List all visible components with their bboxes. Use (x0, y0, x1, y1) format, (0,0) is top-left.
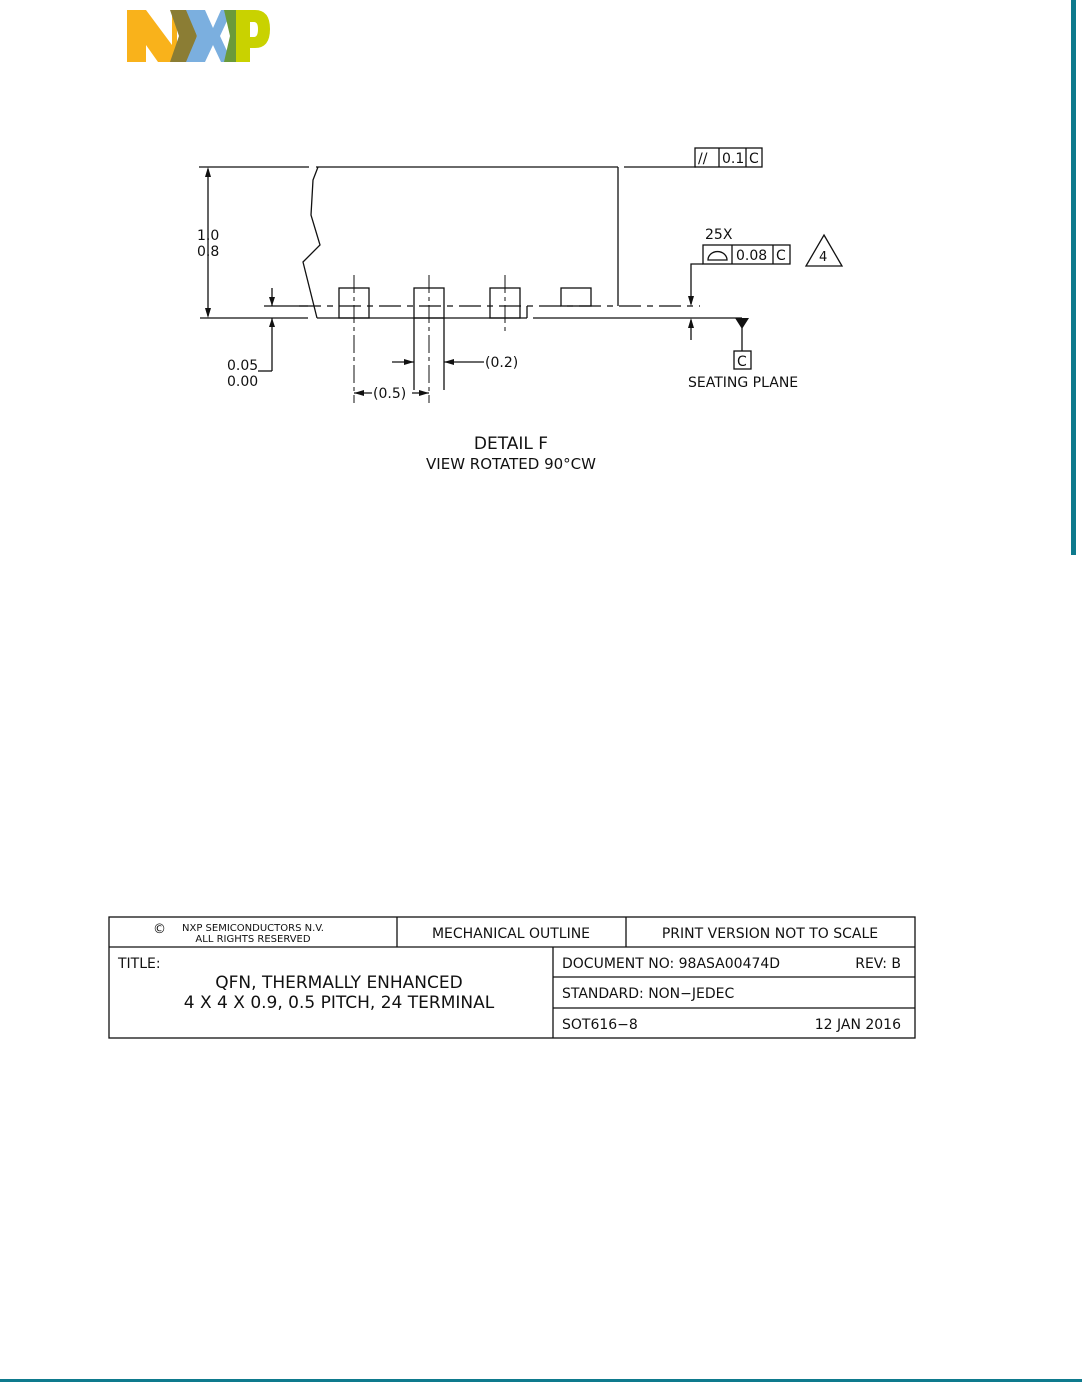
detail-subtitle: VIEW ROTATED 90°CW (426, 455, 596, 473)
standoff-max-label: 0.05 (227, 358, 258, 374)
detail-title: DETAIL F (474, 434, 548, 454)
svg-text:C: C (737, 354, 747, 370)
svg-text:0.08: 0.08 (736, 248, 767, 264)
note-triangle-icon (804, 233, 844, 267)
pitch-label: (0.5) (373, 386, 406, 402)
parallelism-callout: // 0.1 C (694, 147, 763, 168)
svg-text://: // (698, 151, 708, 167)
outline-label: MECHANICAL OUTLINE (432, 926, 590, 942)
height-min-label: 0.8 (197, 244, 219, 260)
svg-text:25X: 25X (705, 227, 733, 243)
surface-profile-icon (707, 250, 728, 261)
standard: STANDARD: NON−JEDEC (562, 986, 734, 1002)
title-line-1: QFN, THERMALLY ENHANCED (215, 973, 462, 993)
title-block: © NXP SEMICONDUCTORS N.V. ALL RIGHTS RES… (108, 916, 916, 1039)
rights-text: ALL RIGHTS RESERVED (195, 934, 310, 945)
svg-text:C: C (776, 248, 786, 264)
document-number: DOCUMENT NO: 98ASA00474D (562, 956, 780, 972)
print-note: PRINT VERSION NOT TO SCALE (662, 926, 878, 942)
terminal-width-label: (0.2) (485, 355, 518, 371)
company-name: NXP SEMICONDUCTORS N.V. (182, 923, 324, 934)
standoff-min-label: 0.00 (227, 374, 258, 390)
svg-text:0.1: 0.1 (722, 151, 744, 167)
title-line-2: 4 X 4 X 0.9, 0.5 PITCH, 24 TERMINAL (184, 993, 495, 1013)
seating-plane-label: SEATING PLANE (688, 375, 798, 391)
terminal-pad (560, 287, 592, 307)
copyright-icon: © (153, 922, 166, 937)
datum-c-symbol: C (733, 318, 752, 370)
sot-code: SOT616−8 (562, 1017, 638, 1033)
title-label: TITLE: (117, 956, 161, 972)
date: 12 JAN 2016 (815, 1017, 901, 1033)
package-detail-drawing: 1.0 0.8 0.05 0.00 (0.2) (0.5) // 0.1 C (197, 147, 844, 473)
height-max-label: 1.0 (197, 228, 219, 244)
profile-callout: 25X 0.08 C 4 (688, 227, 844, 340)
nxp-logo (127, 10, 270, 62)
revision: REV: B (855, 956, 901, 972)
svg-text:C: C (749, 151, 759, 167)
side-accent-bar (1071, 0, 1076, 555)
bottom-rule (0, 1379, 1082, 1382)
svg-text:4: 4 (819, 250, 827, 265)
